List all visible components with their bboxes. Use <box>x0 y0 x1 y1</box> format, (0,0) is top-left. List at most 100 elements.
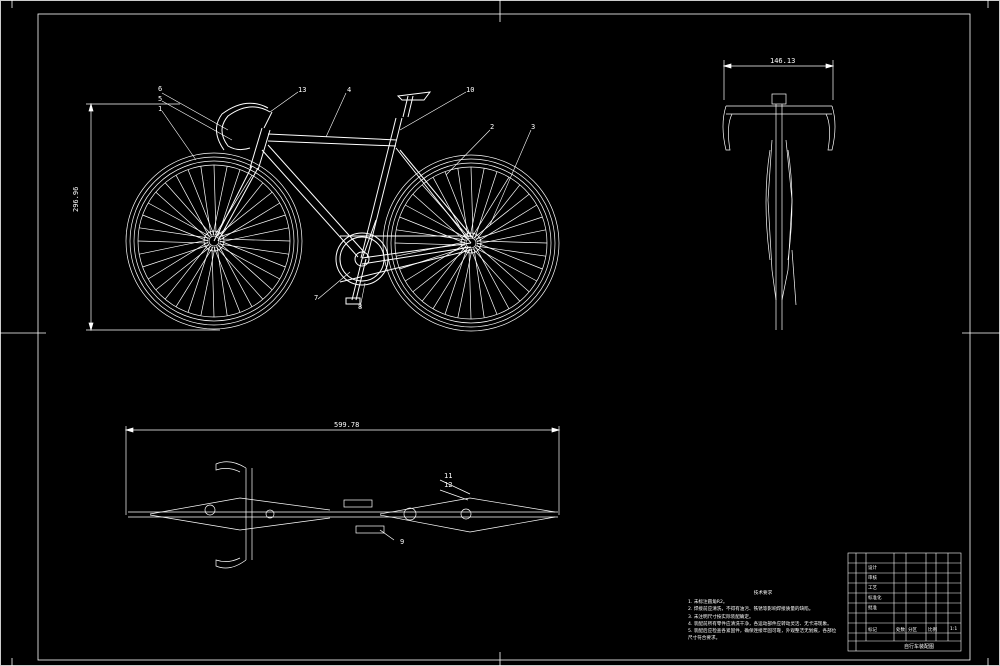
title-block-cell: 处数 <box>896 628 905 633</box>
title-block-cell: 审核 <box>868 576 877 581</box>
wheel-spoke <box>432 177 467 240</box>
side-view <box>86 91 560 332</box>
balloon-11: 11 <box>444 472 453 480</box>
wheel-spoke <box>213 246 241 313</box>
title-block <box>847 552 962 652</box>
wheel-spoke <box>164 182 213 236</box>
wheel-spoke <box>219 242 273 291</box>
title-block-cell: 工艺 <box>868 586 877 591</box>
technical-notes-title: 技术要求 <box>753 591 773 596</box>
front-wheel <box>382 154 560 332</box>
wheel-spoke <box>215 246 264 300</box>
wheel-spoke <box>470 166 474 238</box>
wheel-spoke <box>216 246 228 316</box>
wheel-spoke <box>412 247 469 293</box>
title-block-cell: 标记 <box>868 628 877 633</box>
balloon-3: 3 <box>531 123 536 131</box>
wheel-spoke <box>213 164 217 236</box>
wheel-spoke <box>404 243 466 282</box>
balloon-7: 7 <box>314 294 319 302</box>
wheel-spoke <box>470 248 498 315</box>
wheel-spoke <box>399 246 467 270</box>
balloon-4: 4 <box>347 86 352 94</box>
note-item: 4. 装配前所有零件应清洗干净，各运动部件应转动灵活、无卡滞现象。 <box>688 621 832 627</box>
title-block-cell: 设计 <box>868 566 877 571</box>
wheel-spoke <box>211 246 215 318</box>
wheel-spoke <box>476 204 538 243</box>
wheel-spoke <box>474 247 537 282</box>
wheel-spoke <box>175 175 210 238</box>
wheel-spoke <box>214 174 253 236</box>
wheel-spoke <box>139 227 209 239</box>
title-block-cell: 比例 <box>928 628 937 633</box>
balloon-2: 2 <box>490 123 495 131</box>
note-item: 1. 未标注圆角R2。 <box>688 600 728 606</box>
wheel-spoke <box>469 168 485 238</box>
balloon-13: 13 <box>298 86 307 94</box>
top-view <box>124 426 561 569</box>
bike-frame <box>213 91 474 305</box>
wheel-spoke <box>137 240 209 244</box>
wheel-spoke <box>444 171 472 238</box>
wheel-spoke <box>457 168 469 238</box>
wheel-spoke <box>473 193 530 239</box>
wheel-spoke <box>187 169 215 236</box>
dimension-overall-length: 599.78 <box>334 421 360 429</box>
drawing-name: 自行车装配图 <box>904 644 935 650</box>
title-block-cell: 1:1 <box>950 627 958 632</box>
wheel-spoke <box>472 248 521 302</box>
wheel-spoke <box>474 171 498 239</box>
wheel-spoke <box>396 241 466 257</box>
wheel-spoke <box>219 240 286 268</box>
wheel-spoke <box>421 245 467 302</box>
wheel-spoke <box>175 246 214 308</box>
wheel-spoke <box>394 242 466 246</box>
wheel-spoke <box>219 243 289 255</box>
wheel-spoke <box>200 166 212 236</box>
wheel-spoke <box>217 245 280 280</box>
wheel-spoke <box>219 227 289 243</box>
title-block-cell: 批准 <box>868 606 877 611</box>
wheel-spoke <box>216 191 273 237</box>
title-block-cell: 分区 <box>908 628 917 633</box>
balloon-1: 1 <box>158 105 163 113</box>
wheel-spoke <box>155 191 209 240</box>
front-view <box>722 60 836 330</box>
wheel-spoke <box>219 238 291 242</box>
wheel-spoke <box>218 214 286 238</box>
balloon-5: 5 <box>158 95 163 103</box>
technical-notes: 技术要求 1. 未标注圆角R2。 2. 焊接前应清洗，不得有油污、铁锈等影响焊接… <box>688 590 838 642</box>
wheel-spoke <box>475 216 543 240</box>
wheel-spoke <box>405 204 468 239</box>
wheel-spoke <box>142 244 210 268</box>
wheel-spoke <box>218 182 264 239</box>
wheel-spoke <box>475 184 521 241</box>
wheel-spoke <box>412 193 466 242</box>
rear-wheel <box>125 152 303 330</box>
wheel-spoke <box>475 246 510 309</box>
wheel-spoke <box>148 202 211 237</box>
wheel-spoke <box>155 245 212 291</box>
wheel-spoke <box>473 248 485 318</box>
note-item: 2. 焊接前应清洗，不得有油污、铁锈等影响焊接质量的缺陷。 <box>688 607 814 613</box>
wheel-spoke <box>219 202 281 241</box>
wheel-spoke <box>147 241 209 280</box>
wheel-spoke <box>399 216 466 244</box>
balloon-6: 6 <box>158 85 163 93</box>
wheel-spoke <box>457 248 473 318</box>
inner-frame <box>37 13 971 661</box>
wheel-spoke <box>476 244 530 293</box>
wheel-spoke <box>164 243 210 300</box>
wheel-spoke <box>187 245 211 313</box>
leader-lines <box>161 91 532 309</box>
wheel-spoke <box>444 247 468 315</box>
wheel-spoke <box>396 229 466 241</box>
dimension-handlebar-width: 146.13 <box>770 57 796 65</box>
wheel-spoke <box>139 239 209 255</box>
wheel-spoke <box>476 240 548 244</box>
balloon-10: 10 <box>466 86 475 94</box>
wheel-spoke <box>471 176 510 238</box>
wheel-spoke <box>468 248 472 320</box>
